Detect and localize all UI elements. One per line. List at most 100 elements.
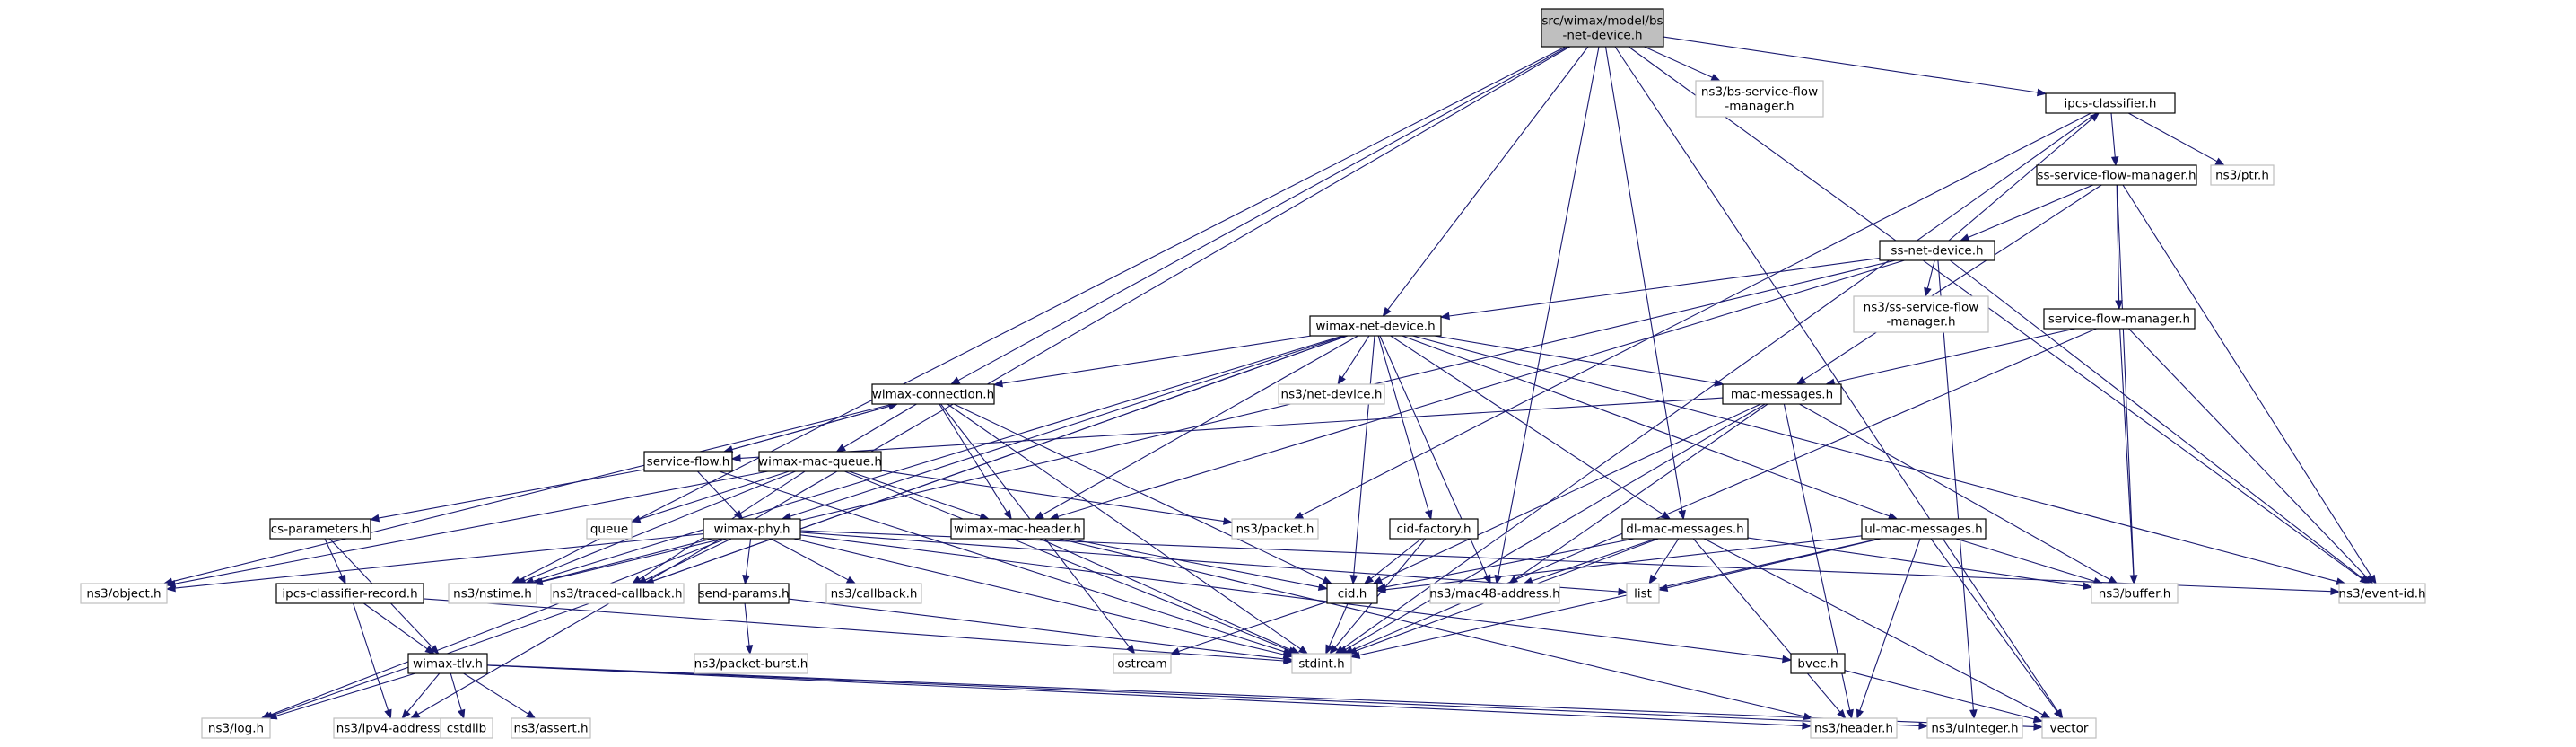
arrowhead xyxy=(2363,575,2374,584)
arrowhead xyxy=(526,710,537,719)
edge-root-to-wnd xyxy=(1382,46,1589,318)
node-label: service-flow-manager.h xyxy=(2048,312,2190,327)
node-wconn[interactable]: wimax-connection.h xyxy=(871,383,995,405)
edge-line xyxy=(1531,538,1656,582)
node-ipcs[interactable]: ipcs-classifier.h xyxy=(2045,92,2176,114)
node-ssnd[interactable]: ss-net-device.h xyxy=(1879,240,1995,261)
edge-line xyxy=(770,538,849,581)
edge-line xyxy=(1747,537,2084,587)
edge-dlmac-to-header xyxy=(1692,538,1847,720)
node-bvec[interactable]: bvec.h xyxy=(1790,653,1846,674)
node-label: ns3/event-id.h xyxy=(2338,587,2425,602)
edge-ulmac-to-vector xyxy=(1930,538,2063,720)
node-macmsg[interactable]: mac-messages.h xyxy=(1722,383,1842,405)
node-wtlv[interactable]: wimax-tlv.h xyxy=(407,653,488,674)
edge-line xyxy=(1328,602,1349,646)
node-label: wimax-mac-header.h xyxy=(954,523,1081,537)
node-box xyxy=(1810,717,1898,739)
arrowhead xyxy=(401,708,411,720)
edge-line xyxy=(423,598,1285,662)
edge-cidfac-to-stdint xyxy=(1329,538,1427,655)
node-cidfac[interactable]: cid-factory.h xyxy=(1389,518,1479,540)
edge-wtlv-to-vector xyxy=(486,664,2044,731)
node-cstdlib: cstdlib xyxy=(440,717,493,739)
arrowhead xyxy=(1969,709,1978,720)
node-cid[interactable]: cid.h xyxy=(1326,583,1378,604)
node-label: ns3/nstime.h xyxy=(453,587,532,602)
edge-dlmac-to-list xyxy=(1648,538,1680,585)
edge-wnd-to-cidfac xyxy=(1377,335,1433,521)
node-wmq[interactable]: wimax-mac-queue.h xyxy=(758,451,882,472)
node-label: ns3/callback.h xyxy=(831,587,918,602)
edge-line xyxy=(174,470,769,584)
edge-ssnd-to-ipcs xyxy=(1948,112,2100,242)
node-box xyxy=(703,518,801,540)
edge-line xyxy=(417,46,1570,715)
node-vector: vector xyxy=(2041,717,2097,739)
edge-line xyxy=(532,335,1343,582)
node-ulmac[interactable]: ul-mac-messages.h xyxy=(1861,518,1987,540)
node-ipcsrec[interactable]: ipcs-classifier-record.h xyxy=(275,583,424,604)
node-uinteger: ns3/uinteger.h xyxy=(1926,717,2023,739)
node-box xyxy=(950,518,1085,540)
node-label: ns3/buffer.h xyxy=(2099,587,2171,602)
arrowhead xyxy=(835,444,846,453)
node-label: ns3/object.h xyxy=(86,587,161,602)
node-root[interactable]: src/wimax/model/bs-net-device.h xyxy=(1541,8,1664,48)
edge-wnd-to-wmh xyxy=(1034,335,1358,520)
edge-line xyxy=(799,530,2332,593)
edge-line xyxy=(275,672,416,716)
edge-line xyxy=(739,397,1724,459)
node-box xyxy=(586,518,633,540)
edge-wconn-to-cid xyxy=(953,403,1333,584)
arrowhead xyxy=(1648,574,1657,585)
node-sflow[interactable]: service-flow.h xyxy=(643,451,733,472)
node-label: wimax-tlv.h xyxy=(413,657,483,672)
arrowhead xyxy=(1382,306,1392,318)
edge-line xyxy=(2110,112,2116,158)
edge-macmsg-to-sflow xyxy=(730,397,1724,462)
edge-ssnd-to-sssfm2 xyxy=(1924,259,1935,298)
edge-line xyxy=(174,533,704,589)
edge-wmq-to-queue xyxy=(630,470,790,523)
edge-line xyxy=(463,672,529,715)
edge-line xyxy=(719,470,1285,653)
node-label: ns3/bs-service-flow xyxy=(1701,85,1818,100)
node-wmh[interactable]: wimax-mac-header.h xyxy=(950,518,1085,540)
node-sssfm[interactable]: ss-service-flow-manager.h xyxy=(2036,164,2197,186)
edge-wphy-to-object xyxy=(165,533,704,593)
node-dlmac[interactable]: dl-mac-messages.h xyxy=(1621,518,1749,540)
node-wnd[interactable]: wimax-net-device.h xyxy=(1309,315,1442,337)
arrowhead xyxy=(1003,509,1012,521)
arrowhead xyxy=(1507,576,1519,584)
edge-line xyxy=(1844,670,2035,720)
arrowhead xyxy=(949,376,961,385)
node-wphy[interactable]: wimax-phy.h xyxy=(703,518,801,540)
node-csparam[interactable]: cs-parameters.h xyxy=(269,518,371,540)
arrowhead xyxy=(2115,300,2123,311)
edge-line xyxy=(1833,328,2075,383)
node-label: vector xyxy=(2050,722,2089,736)
node-sendp[interactable]: send-params.h xyxy=(698,583,790,604)
edge-line xyxy=(1448,258,1881,317)
node-box xyxy=(1790,653,1846,674)
arrowhead xyxy=(266,712,278,720)
edge-root-to-eventid xyxy=(1628,46,2370,584)
node-label: bvec.h xyxy=(1797,657,1838,672)
edge-line xyxy=(1937,259,1974,711)
edge-sendp-to-stdint xyxy=(788,598,1294,664)
node-label: dl-mac-messages.h xyxy=(1626,523,1743,537)
arrowhead xyxy=(2033,723,2044,731)
edge-line xyxy=(450,672,462,711)
arrowhead xyxy=(631,576,642,584)
node-sfm[interactable]: service-flow-manager.h xyxy=(2043,308,2196,330)
edge-wtlv-to-assert xyxy=(463,672,537,719)
edge-wtlv-to-header xyxy=(486,664,1812,730)
node-box xyxy=(2041,717,2097,739)
edge-line xyxy=(1926,259,1935,289)
arrowhead xyxy=(1710,74,1721,82)
edge-line xyxy=(1402,335,1890,517)
node-box xyxy=(1389,518,1479,540)
node-box xyxy=(1926,717,2023,739)
node-label: ns3/log.h xyxy=(208,722,264,736)
